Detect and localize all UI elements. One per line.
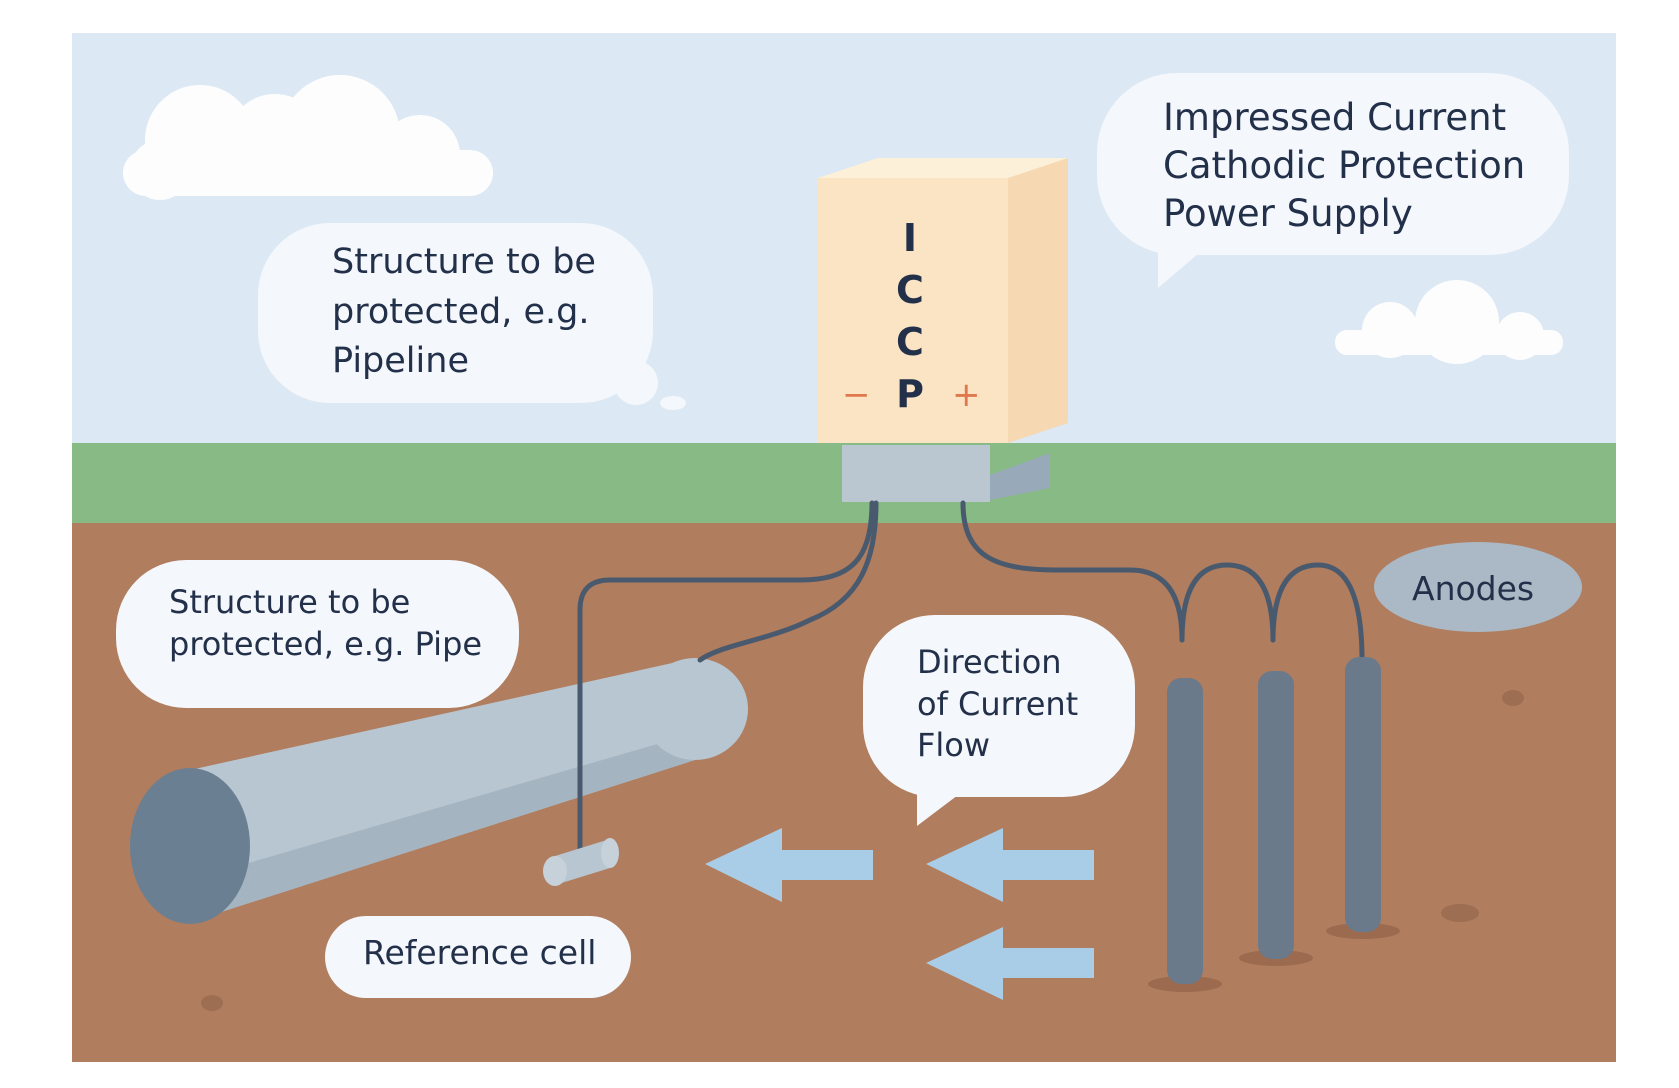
current-flow-label: Direction of Current Flow [917, 642, 1078, 767]
anode-rod [1258, 671, 1294, 959]
label-line: Structure to be [332, 242, 596, 282]
soil-speck [1502, 690, 1524, 706]
iccp-letter: P [896, 372, 924, 416]
label-line: Cathodic Protection [1163, 144, 1526, 188]
pipeline-thought-bubble [258, 223, 686, 410]
anodes [1148, 657, 1400, 992]
label-line: Power Supply [1163, 192, 1413, 236]
anodes-oval [1374, 542, 1582, 632]
iccp-letter: I [902, 216, 918, 260]
arrow-left-icon [926, 927, 1094, 1000]
anode-rod [1167, 678, 1203, 984]
iccp-letter: C [896, 268, 924, 312]
soil-speck [1441, 904, 1479, 922]
anode-rod [1345, 657, 1381, 932]
cloud-right [1335, 280, 1563, 364]
cloud-left [123, 75, 493, 200]
iccp-letter: C [896, 320, 924, 364]
label-line: Impressed Current [1163, 96, 1507, 139]
reference-cell-label: Reference cell [363, 932, 596, 975]
cables [577, 500, 1365, 858]
soil-speck [201, 995, 223, 1011]
label-line: of Current [917, 684, 1079, 723]
pipe-bubble [116, 560, 519, 708]
label-line: protected, e.g. Pipe [169, 624, 483, 663]
power-supply-bubble [1097, 73, 1569, 288]
positive-terminal-label: + [952, 375, 981, 415]
iccp-box [818, 158, 1068, 502]
iccp-letters: I C C P [880, 212, 940, 420]
reference-cell [543, 838, 619, 886]
label-line: Reference cell [363, 933, 597, 972]
label-line: Pipeline [332, 341, 469, 382]
pipeline-label: Structure to be protected, e.g. Pipeline [332, 238, 596, 387]
reference-cell-bubble [325, 916, 631, 998]
current-arrows [705, 828, 1094, 1000]
current-flow-bubble [863, 615, 1135, 826]
label-line: Anodes [1412, 569, 1535, 608]
pipeline [130, 658, 748, 924]
label-line: Structure to be [169, 583, 411, 621]
pipe-label: Structure to be protected, e.g. Pipe [169, 582, 482, 665]
anodes-label: Anodes [1412, 568, 1534, 611]
arrow-left-icon [705, 828, 873, 902]
label-line: Direction [917, 643, 1062, 681]
label-line: protected, e.g. [332, 291, 590, 332]
arrow-left-icon [926, 828, 1094, 902]
power-supply-label: Impressed Current Cathodic Protection Po… [1163, 94, 1525, 238]
label-line: Flow [917, 726, 991, 765]
negative-terminal-label: − [842, 375, 871, 415]
